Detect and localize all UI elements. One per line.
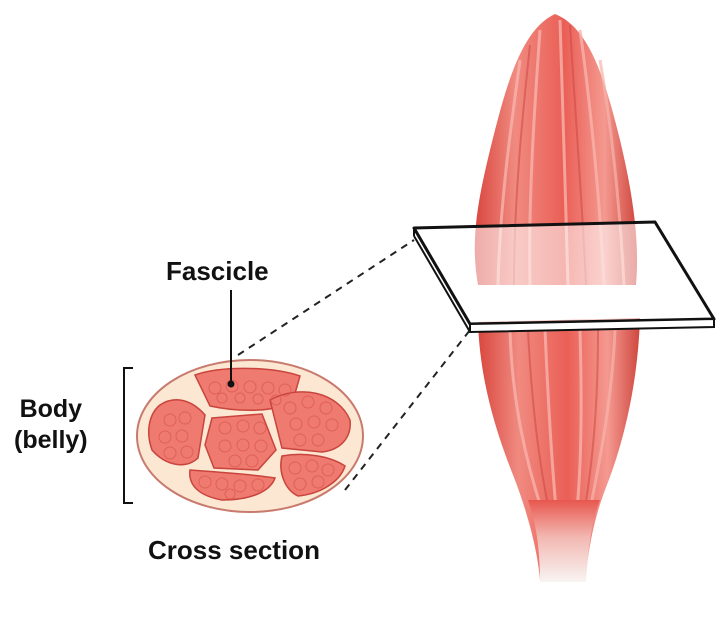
tendon [528,500,600,582]
body-label-line2: (belly) [14,426,88,454]
fascicle-label: Fascicle [166,256,269,286]
fascicle-right [269,391,351,453]
body-label-line1: Body [19,395,83,423]
section-plane [412,220,716,334]
fascicle-center [204,413,277,471]
fascicle-bottom [189,469,277,501]
cross-section [136,359,364,513]
body-bracket [123,367,133,504]
fascicle-pointer-dot [227,380,235,388]
muscle-lower-part [478,318,640,582]
projection-line-top [237,239,415,356]
projection-line-bottom [344,329,471,491]
fascicle-bottom-right [280,453,346,497]
body-belly-label: Body (belly) [14,394,88,456]
cross-section-label: Cross section [148,535,320,565]
